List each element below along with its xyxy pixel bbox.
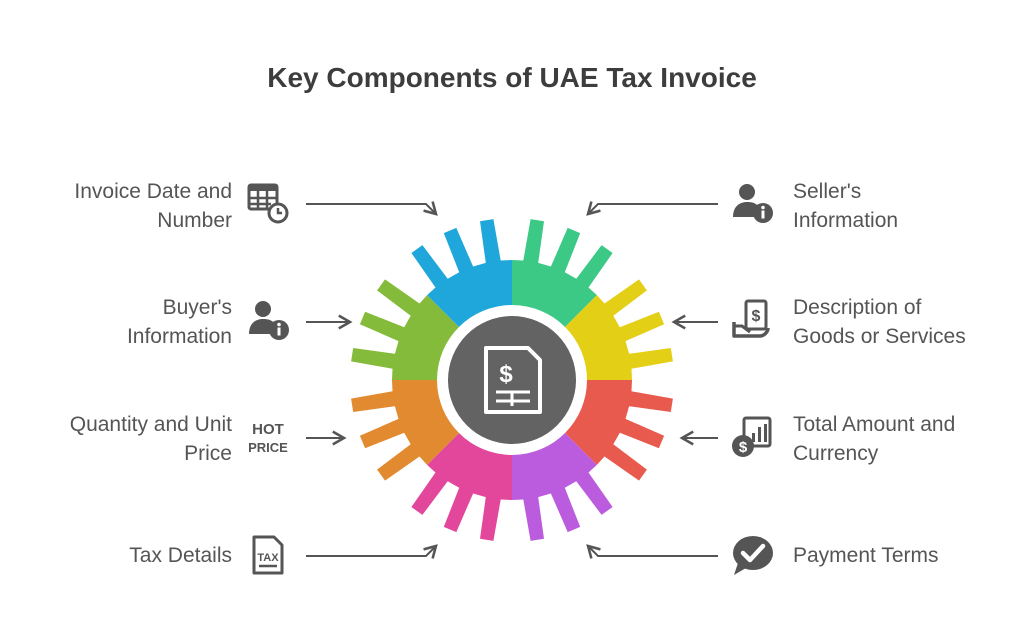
wheel-hub [448,316,576,444]
svg-text:HOT: HOT [252,421,284,438]
label-tax-details: Tax Details [129,544,232,567]
invoice-document-icon: $ [484,346,542,414]
segment-invoice-date [411,219,512,330]
hand-dollar-icon: $ [730,298,774,342]
dollar-chart-icon: $ [730,415,774,459]
arrow-invoice-date [306,201,438,216]
segment-tax-details [411,430,512,541]
label-payment-terms: Payment Terms [793,544,939,567]
arrow-tax-details [306,544,438,559]
segment-quantity-price [351,380,462,481]
calendar-clock-icon [246,181,290,225]
check-bubble-icon [730,533,774,577]
user-info-icon [730,181,774,225]
segment-total-amount [562,380,673,481]
svg-text:PRICE: PRICE [248,440,288,455]
svg-text:TAX: TAX [257,552,279,564]
svg-text:$: $ [499,361,513,388]
page-title: Key Components of UAE Tax Invoice [267,62,757,93]
tax-document-icon: TAX [246,533,290,577]
hot-price-icon: HOT PRICE [246,415,290,459]
svg-text:$: $ [752,308,761,325]
segment-payment-terms [512,430,613,541]
arrow-sellers-info [586,201,718,216]
svg-text:$: $ [739,439,748,456]
segment-sellers-info [512,219,613,330]
user-info-icon [246,298,290,342]
segment-buyers-info [351,279,462,380]
segment-description [562,279,673,380]
arrow-payment-terms [586,544,718,559]
